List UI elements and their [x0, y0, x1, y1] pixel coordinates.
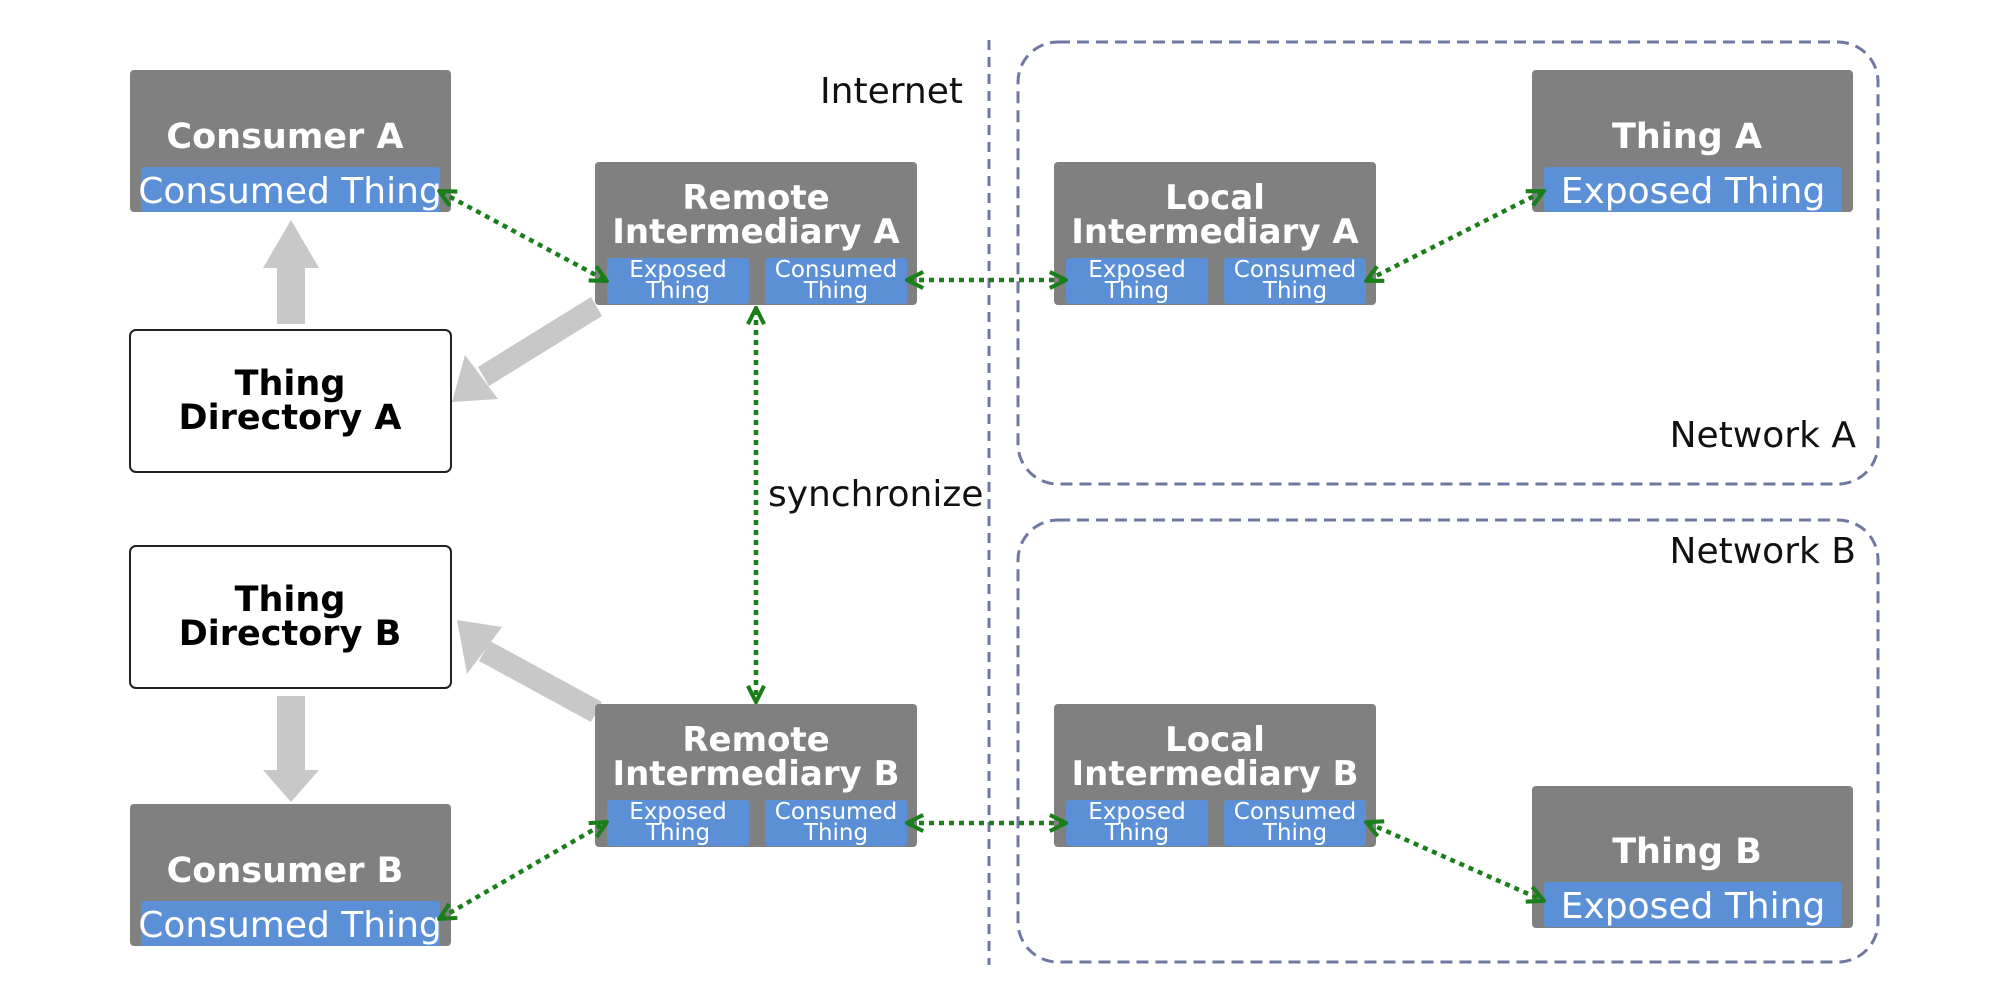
- remote-intermediary-b-exposed-line1: Exposed: [629, 799, 727, 825]
- local-intermediary-b-consumed-chip: [1224, 800, 1366, 846]
- network-a-label: Network A: [1670, 415, 1857, 456]
- link-consumer-b-remote-b: [441, 823, 605, 918]
- thing-directory-a-line1: Thing: [235, 364, 346, 404]
- local-intermediary-a-consumed-line1: Consumed: [1234, 257, 1356, 283]
- local-intermediary-b-exposed-line2: Thing: [1104, 820, 1169, 846]
- link-local-b-thing-b: [1368, 823, 1542, 900]
- local-intermediary-b-line2: Intermediary B: [1071, 754, 1358, 794]
- local-intermediary-a-node: Local Intermediary A Exposed Thing Consu…: [1054, 162, 1376, 305]
- thing-directory-a-line2: Directory A: [179, 398, 402, 438]
- remote-intermediary-b-exposed-line2: Thing: [645, 820, 710, 846]
- thing-a-exposed-thing: Exposed Thing: [1561, 171, 1826, 212]
- local-intermediary-a-exposed-line1: Exposed: [1088, 257, 1186, 283]
- flow-arrow-remote-a-to-directory-a: [452, 297, 602, 402]
- thing-a-node: Thing A Exposed Thing: [1532, 70, 1853, 212]
- local-intermediary-a-exposed-chip: [1066, 258, 1208, 304]
- thing-b-title: Thing B: [1612, 832, 1762, 872]
- remote-intermediary-a-exposed-line2: Thing: [645, 278, 710, 304]
- consumer-b-title: Consumer B: [167, 851, 404, 891]
- consumer-a-title: Consumer A: [166, 117, 403, 157]
- thing-directory-b-line1: Thing: [235, 580, 346, 620]
- synchronize-label: synchronize: [768, 474, 983, 515]
- local-intermediary-b-consumed-line1: Consumed: [1234, 799, 1356, 825]
- network-b-region: [1016, 518, 1880, 964]
- remote-intermediary-a-line2: Intermediary A: [612, 212, 900, 252]
- remote-intermediary-a-node: Remote Intermediary A Exposed Thing Cons…: [595, 162, 917, 305]
- network-b-label: Network B: [1670, 531, 1856, 572]
- local-intermediary-b-exposed-line1: Exposed: [1088, 799, 1186, 825]
- local-intermediary-a-exposed-line2: Thing: [1104, 278, 1169, 304]
- local-intermediary-a-consumed-chip: [1224, 258, 1366, 304]
- remote-intermediary-a-line1: Remote: [682, 178, 829, 218]
- remote-intermediary-b-line2: Intermediary B: [612, 754, 899, 794]
- remote-intermediary-a-consumed-line2: Thing: [803, 278, 868, 304]
- link-local-a-thing-a: [1368, 192, 1542, 280]
- flow-arrow-directory-a-to-consumer-a: [263, 220, 319, 324]
- remote-intermediary-b-line1: Remote: [682, 720, 829, 760]
- local-intermediary-a-consumed-line2: Thing: [1262, 278, 1327, 304]
- local-intermediary-a-line1: Local: [1165, 178, 1265, 218]
- flow-arrow-remote-b-to-directory-b: [457, 620, 602, 722]
- local-intermediary-a-line2: Intermediary A: [1071, 212, 1359, 252]
- remote-intermediary-a-consumed-line1: Consumed: [775, 257, 897, 283]
- thing-directory-b-line2: Directory B: [179, 614, 402, 654]
- remote-intermediary-b-consumed-line1: Consumed: [775, 799, 897, 825]
- flow-arrow-directory-b-to-consumer-b: [263, 696, 319, 802]
- consumer-a-node: Consumer A Consumed Thing: [130, 70, 451, 212]
- thing-a-title: Thing A: [1612, 117, 1762, 157]
- network-a-region: [1016, 40, 1880, 486]
- consumer-b-node: Consumer B Consumed Thing: [130, 804, 451, 946]
- local-intermediary-b-line1: Local: [1165, 720, 1265, 760]
- remote-intermediary-b-consumed-line2: Thing: [803, 820, 868, 846]
- thing-b-exposed-thing: Exposed Thing: [1561, 886, 1826, 927]
- link-consumer-a-remote-a: [441, 192, 605, 280]
- internet-label: Internet: [820, 71, 963, 112]
- remote-intermediary-b-exposed-chip: [607, 800, 749, 846]
- consumer-a-consumed-thing: Consumed Thing: [138, 171, 442, 212]
- consumer-b-consumed-thing: Consumed Thing: [138, 905, 442, 946]
- local-intermediary-b-node: Local Intermediary B Exposed Thing Consu…: [1054, 704, 1376, 847]
- local-intermediary-b-consumed-line2: Thing: [1262, 820, 1327, 846]
- remote-intermediary-b-consumed-chip: [765, 800, 907, 846]
- thing-b-node: Thing B Exposed Thing: [1532, 786, 1853, 928]
- remote-intermediary-a-consumed-chip: [765, 258, 907, 304]
- thing-directory-a-node: Thing Directory A: [129, 329, 452, 473]
- remote-intermediary-a-exposed-chip: [607, 258, 749, 304]
- thing-directory-b-node: Thing Directory B: [129, 545, 452, 689]
- remote-intermediary-b-node: Remote Intermediary B Exposed Thing Cons…: [595, 704, 917, 847]
- local-intermediary-b-exposed-chip: [1066, 800, 1208, 846]
- remote-intermediary-a-exposed-line1: Exposed: [629, 257, 727, 283]
